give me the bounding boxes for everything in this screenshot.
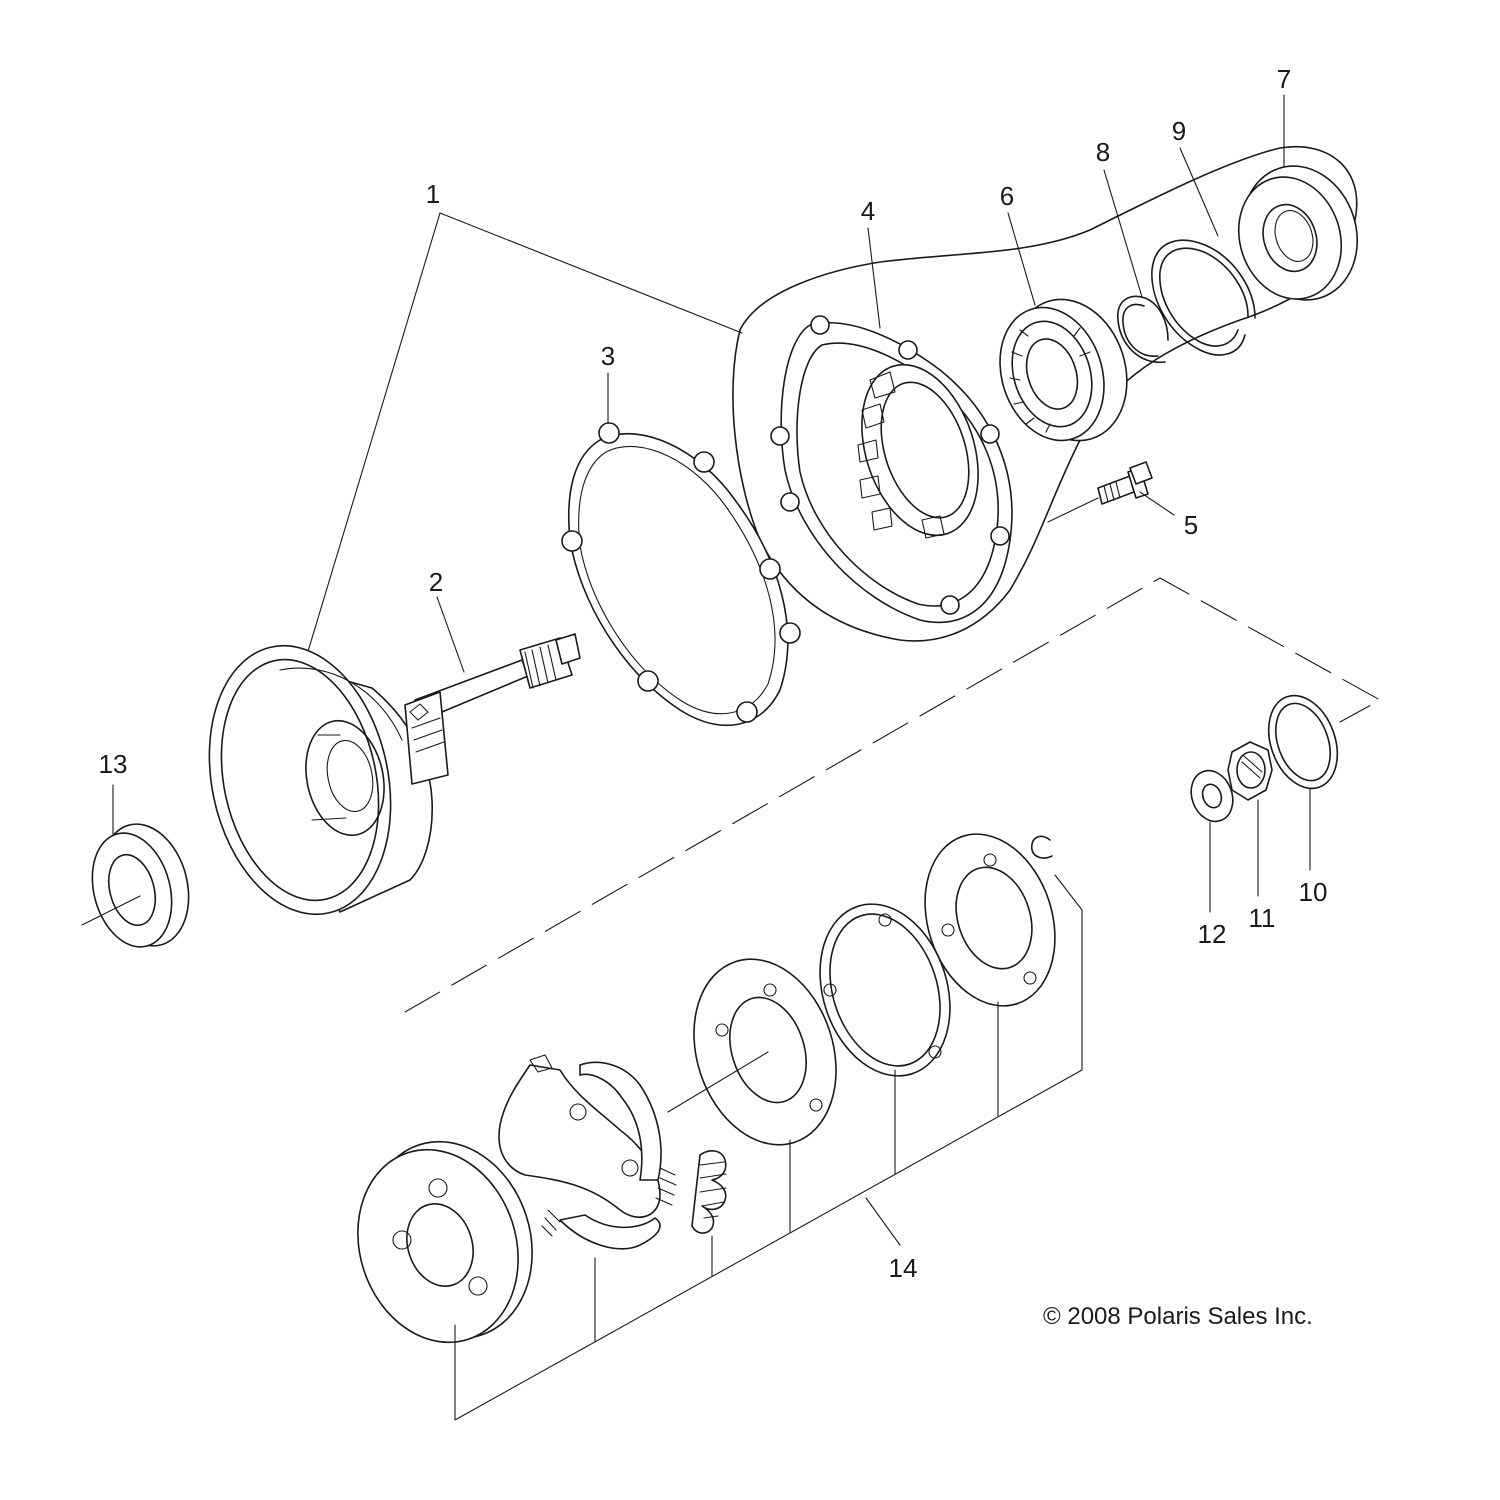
part-13-seal: [81, 784, 190, 948]
callout-6: 6: [999, 181, 1015, 211]
callout-2: 2: [428, 567, 444, 597]
part-12-washer: [1190, 769, 1234, 913]
callout-5: 5: [1183, 510, 1199, 540]
callout-1: 1: [425, 179, 441, 209]
copyright-text: © 2008 Polaris Sales Inc.: [1043, 1303, 1313, 1330]
part-9-retaining-ring: [1151, 147, 1256, 356]
part-14-spring: [691, 1150, 727, 1234]
callout-12: 12: [1197, 919, 1227, 949]
part-2-shaft: [404, 596, 581, 785]
part-5-bolt: [1047, 461, 1175, 523]
callout-7: 7: [1276, 64, 1292, 94]
part-14-carrier: [357, 1140, 533, 1344]
callout-9: 9: [1171, 116, 1187, 146]
part-3-gasket: [561, 372, 801, 727]
callout-8: 8: [1095, 137, 1111, 167]
callout-3: 3: [600, 341, 616, 371]
callout-11: 11: [1248, 903, 1276, 933]
part-14-clutch-shoes: [498, 1054, 677, 1250]
subassembly-outline: [732, 146, 1358, 642]
part-10-washer: [1267, 694, 1339, 871]
part-8-snap-ring: [1103, 169, 1169, 363]
part-14-plates: [667, 833, 1056, 1146]
callout-10: 10: [1298, 877, 1328, 907]
part-1-clutch-drum: [208, 644, 433, 916]
callout-13: 13: [98, 749, 128, 779]
part-7-seal: [1237, 94, 1359, 301]
part-6-bearing: [999, 212, 1128, 442]
callout-4: 4: [860, 196, 876, 226]
leader-lines-part-1: [302, 212, 743, 669]
part-11-nut: [1227, 741, 1273, 897]
callout-14: 14: [888, 1253, 918, 1283]
leader-lines-part-14: [454, 874, 1083, 1421]
assembly-dashed-line: [404, 577, 1381, 1013]
part-4-housing-cover: [770, 227, 1013, 624]
